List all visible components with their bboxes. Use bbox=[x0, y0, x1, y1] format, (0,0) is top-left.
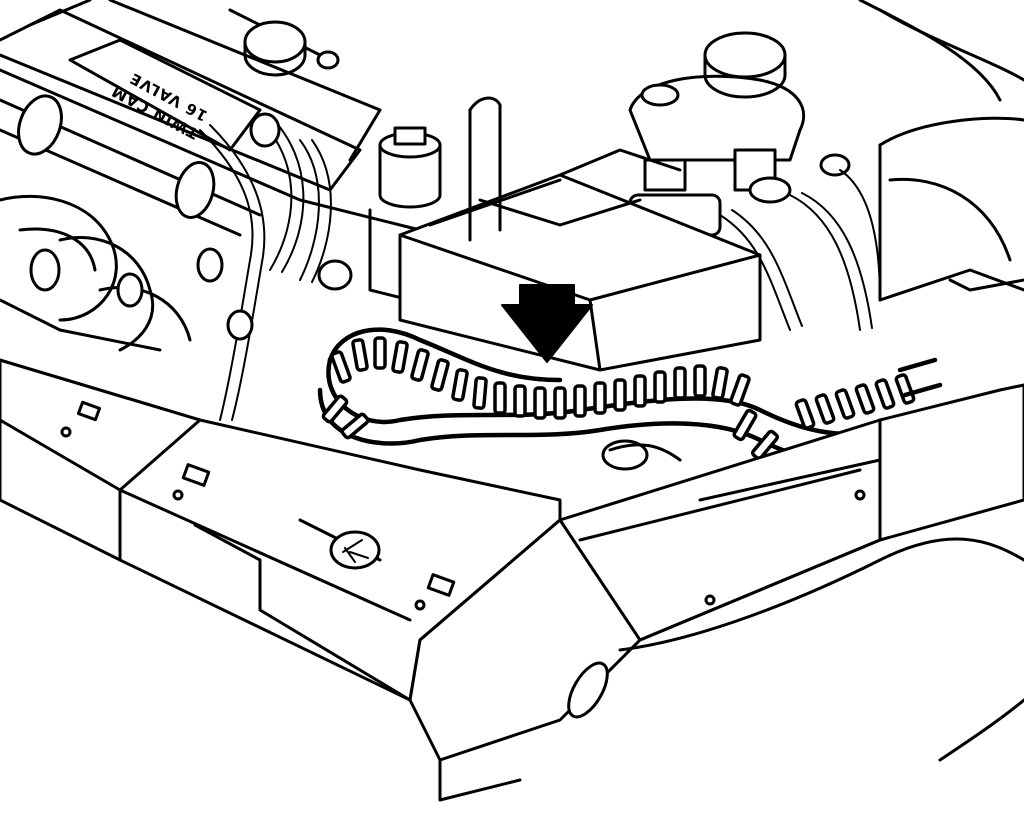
wiring-harness bbox=[317, 327, 943, 478]
brake-master-cylinder bbox=[628, 31, 881, 331]
harness-sleeve-rings bbox=[321, 336, 916, 478]
arrow-down-icon bbox=[501, 284, 593, 363]
radiator-support bbox=[0, 358, 562, 702]
fender-rail bbox=[408, 268, 1024, 802]
bolt-hole bbox=[329, 530, 381, 570]
valve-cover-logo: TWIN CAM 16 VALVE bbox=[108, 69, 210, 143]
strut-tower bbox=[858, 0, 1024, 302]
distributor bbox=[196, 126, 442, 341]
oil-filler-cap bbox=[243, 20, 340, 77]
battery-box bbox=[398, 96, 762, 372]
exhaust-manifold bbox=[0, 194, 192, 352]
